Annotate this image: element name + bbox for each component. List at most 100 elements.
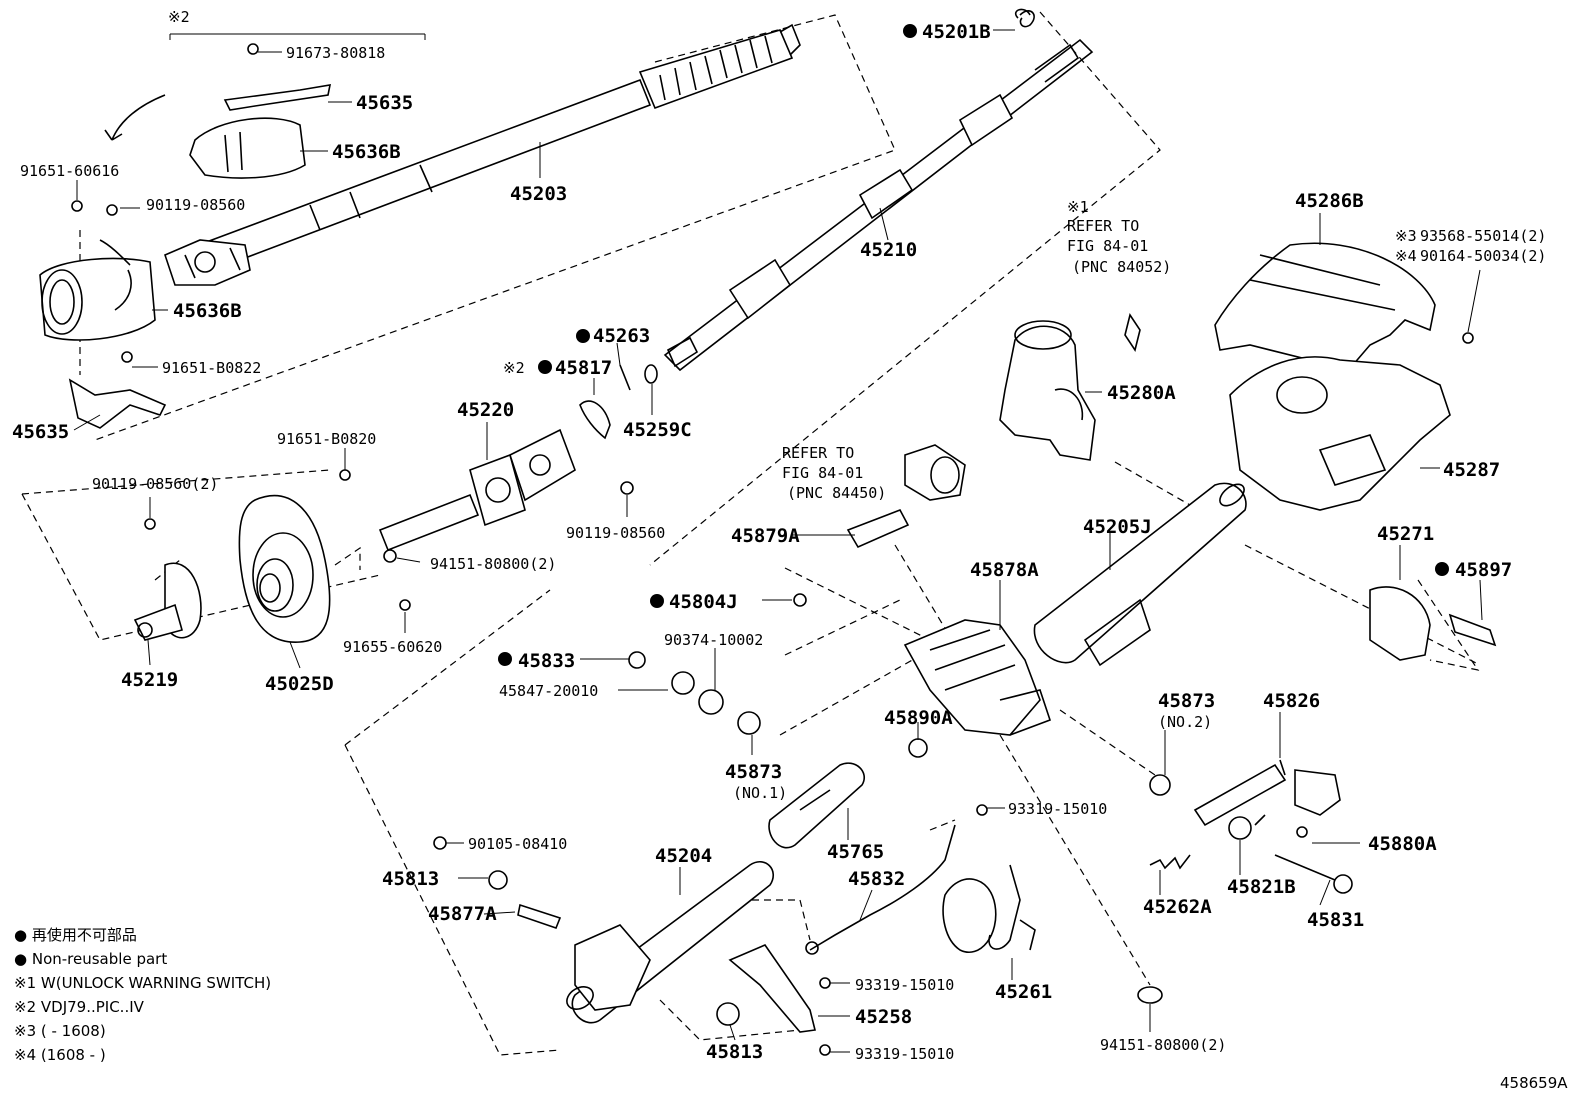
- callout-45263[interactable]: 45263: [593, 325, 650, 347]
- callout-45205J[interactable]: 45205J: [1083, 516, 1152, 538]
- intermediate-shaft-45203: [164, 23, 801, 286]
- hole-cover-45025D: [238, 494, 331, 643]
- callout-45201B[interactable]: 45201B: [922, 21, 991, 43]
- key-cylinder-ref: [904, 444, 966, 501]
- universal-joint-45220: [378, 428, 576, 552]
- callout-45847-20010[interactable]: 45847-20010: [499, 682, 598, 700]
- callout-45879A[interactable]: 45879A: [731, 525, 800, 547]
- note-mark-3: ※3: [1395, 227, 1417, 245]
- callout-45220[interactable]: 45220: [457, 399, 514, 421]
- callout-90119-08560-a[interactable]: 90119-08560: [146, 196, 245, 214]
- callout-93568-55014[interactable]: 93568-55014(2): [1420, 227, 1546, 245]
- callout-45636B-top[interactable]: 45636B: [332, 141, 401, 163]
- main-shaft-45210: [663, 10, 1094, 372]
- legend-jp: ● 再使用不可部品: [14, 926, 137, 944]
- column-cover-upper-45286B: [1214, 242, 1436, 382]
- callout-45271[interactable]: 45271: [1377, 523, 1434, 545]
- sleeve-45765: [768, 762, 865, 849]
- callout-45258[interactable]: 45258: [855, 1006, 912, 1028]
- callout-45832[interactable]: 45832: [848, 868, 905, 890]
- callout-45821B[interactable]: 45821B: [1227, 876, 1296, 898]
- callout-45813-b[interactable]: 45813: [706, 1041, 763, 1063]
- callout-93319-15010-a[interactable]: 93319-15010: [1008, 800, 1107, 818]
- callout-45817[interactable]: 45817: [555, 357, 612, 379]
- refer2-line3: (PNC 84450): [787, 484, 886, 502]
- callout-45833[interactable]: 45833: [518, 650, 575, 672]
- cable-45832: [805, 824, 956, 955]
- callout-45219[interactable]: 45219: [121, 669, 178, 691]
- callout-45287[interactable]: 45287: [1443, 459, 1500, 481]
- callout-45025D[interactable]: 45025D: [265, 673, 334, 695]
- callout-45262A[interactable]: 45262A: [1143, 896, 1212, 918]
- callout-45259C[interactable]: 45259C: [623, 419, 692, 441]
- callout-45804J[interactable]: 45804J: [669, 591, 738, 613]
- column-tube-45204: [566, 861, 774, 1024]
- callout-45636B-mid[interactable]: 45636B: [173, 300, 242, 322]
- column-covers-45636B: [39, 84, 332, 429]
- callout-94151-80800-b[interactable]: 94151-80800(2): [1100, 1036, 1226, 1054]
- callout-45873-no1-sub: (NO.1): [733, 784, 787, 802]
- callout-90119-08560-b[interactable]: 90119-08560: [566, 524, 665, 542]
- non-reusable-markers: [498, 24, 1449, 666]
- callout-45877A[interactable]: 45877A: [428, 903, 497, 925]
- legend: ● 再使用不可部品 ● Non-reusable part ※1 W(UNLOC…: [14, 926, 271, 1064]
- callout-45261[interactable]: 45261: [995, 981, 1052, 1003]
- plate-45879A: [846, 508, 910, 549]
- callout-45203[interactable]: 45203: [510, 183, 567, 205]
- callout-45873-no2-sub: (NO.2): [1158, 713, 1212, 731]
- callout-45765[interactable]: 45765: [827, 841, 884, 863]
- column-cover-lower-45287: [1229, 356, 1451, 511]
- callout-45826[interactable]: 45826: [1263, 690, 1320, 712]
- callout-90105-08410[interactable]: 90105-08410: [468, 835, 567, 853]
- refer1-line3: (PNC 84052): [1072, 258, 1171, 276]
- callout-45813-a[interactable]: 45813: [382, 868, 439, 890]
- callout-91651-60616[interactable]: 91651-60616: [20, 162, 119, 180]
- callout-45890A[interactable]: 45890A: [884, 707, 953, 729]
- callout-45204[interactable]: 45204: [655, 845, 712, 867]
- spring-45261: [942, 864, 1036, 953]
- tilt-lever-45826: [1193, 759, 1341, 827]
- callout-91651-B0820[interactable]: 91651-B0820: [277, 430, 376, 448]
- callout-91651-B0822[interactable]: 91651-B0822: [162, 359, 261, 377]
- legend-note-4: ※4 (1608 - ): [14, 1046, 106, 1064]
- refer2-line1: REFER TO: [782, 444, 854, 462]
- note-mark-2-45817: ※2: [503, 359, 525, 377]
- callout-90119-08560-2[interactable]: 90119-08560(2): [92, 475, 218, 493]
- legend-note-1: ※1 W(UNLOCK WARNING SWITCH): [14, 974, 271, 992]
- legend-note-3: ※3 ( - 1608): [14, 1022, 106, 1040]
- callout-45635-low[interactable]: 45635: [12, 421, 69, 443]
- callout-45286B[interactable]: 45286B: [1295, 190, 1364, 212]
- callout-93319-15010-b[interactable]: 93319-15010: [855, 976, 954, 994]
- callout-45210[interactable]: 45210: [860, 239, 917, 261]
- callout-45635-top[interactable]: 45635: [356, 92, 413, 114]
- callout-45880A[interactable]: 45880A: [1368, 833, 1437, 855]
- callout-45873-no1[interactable]: 45873: [725, 761, 782, 783]
- callout-91655-60620[interactable]: 91655-60620: [343, 638, 442, 656]
- note-mark-4: ※4: [1395, 247, 1417, 265]
- phantom-lines: [21, 11, 1481, 1056]
- callout-45897[interactable]: 45897: [1455, 559, 1512, 581]
- callout-90164-50034[interactable]: 90164-50034(2): [1420, 247, 1546, 265]
- legend-note-2: ※2 VDJ79..PIC..IV: [14, 998, 145, 1016]
- callout-94151-80800-a[interactable]: 94151-80800(2): [430, 555, 556, 573]
- legend-en: ● Non-reusable part: [14, 950, 167, 968]
- figure-id: 458659A: [1500, 1074, 1568, 1092]
- note-mark-2-top: ※2: [168, 8, 190, 26]
- callout-93319-15010-c[interactable]: 93319-15010: [855, 1045, 954, 1063]
- callout-45873-no2[interactable]: 45873: [1158, 690, 1215, 712]
- callout-45831[interactable]: 45831: [1307, 909, 1364, 931]
- bracket-45219: [133, 562, 202, 641]
- refer2-line2: FIG 84-01: [782, 464, 863, 482]
- bracket-45271: [1369, 586, 1497, 661]
- callout-45280A[interactable]: 45280A: [1107, 382, 1176, 404]
- refer1-line2: FIG 84-01: [1067, 237, 1148, 255]
- lever-45258: [728, 944, 816, 1033]
- column-tube-45205J: [1033, 482, 1247, 667]
- callout-91673-80818[interactable]: 91673-80818: [286, 44, 385, 62]
- small-parts-upper: [579, 364, 658, 440]
- callout-45878A[interactable]: 45878A: [970, 559, 1039, 581]
- callout-labels: 45201B ※2 91673-80818 45635 45636B 91651…: [12, 8, 1546, 1063]
- callout-90374-10002[interactable]: 90374-10002: [664, 631, 763, 649]
- lock-housing-45280A: [999, 313, 1141, 461]
